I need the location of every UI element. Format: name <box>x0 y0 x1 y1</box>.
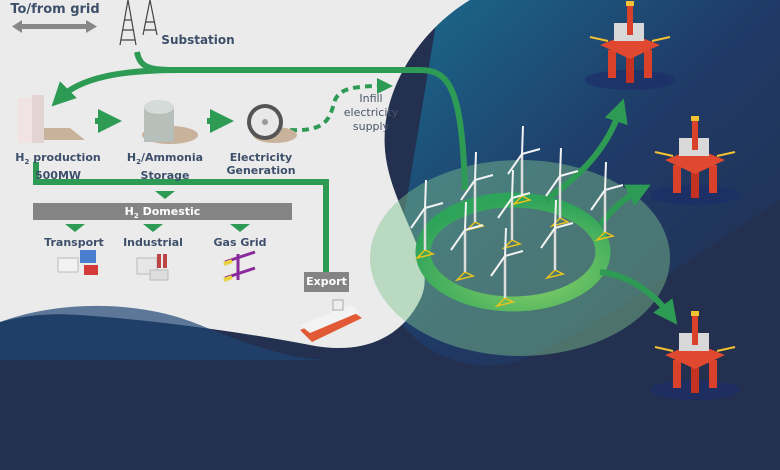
wind-turbine-icon <box>507 125 541 206</box>
wind-turbine-icon <box>545 147 579 228</box>
use-transport-label: Transport <box>44 236 104 249</box>
grid-double-arrow-icon <box>12 20 97 33</box>
wind-turbine-icon <box>490 227 524 308</box>
oil-rig-icon <box>650 311 740 400</box>
wind-turbine-icon <box>450 201 484 282</box>
use-gas-grid-label: Gas Grid <box>213 236 267 249</box>
oil-rig-icon <box>585 1 675 90</box>
wind-turbine-icon <box>410 179 444 260</box>
infill-dashed-arrow <box>289 78 393 133</box>
pylon-icon <box>119 0 158 46</box>
h2-output-flow <box>33 162 329 272</box>
oil-rig-icon <box>650 116 740 205</box>
h2-production-icon <box>18 95 85 143</box>
wind-farm-halo <box>370 160 670 356</box>
oil-rigs <box>585 1 740 400</box>
wind-turbine-icon <box>460 151 494 232</box>
grid-label: To/from grid <box>10 2 100 17</box>
use-industrial-label: Industrial <box>123 236 183 249</box>
generator-icon <box>247 104 297 143</box>
h2-domestic-bar: H2 Domestic <box>33 203 292 220</box>
storage-tank-icon <box>142 100 198 144</box>
gas-pipe-icon <box>223 250 256 282</box>
arrow-to-rig-3 <box>599 269 678 325</box>
land <box>0 0 470 348</box>
wind-turbine-icon <box>497 169 531 250</box>
flow-to-h2-production <box>51 67 181 107</box>
industrial-plant-icon <box>136 254 169 281</box>
substation-label: Substation <box>161 33 235 47</box>
tanker-ship-icon <box>300 299 362 342</box>
coast-wave <box>0 305 330 360</box>
domestic-triangles <box>65 191 250 232</box>
shallow-sea <box>390 0 780 366</box>
transport-trucks-icon <box>57 250 98 275</box>
wind-turbine-icon <box>540 199 574 280</box>
wind-turbines <box>410 125 624 308</box>
wind-turbine-icon <box>590 161 624 242</box>
flow-arrows <box>33 51 678 325</box>
export-label: Export <box>304 272 349 292</box>
substation-to-farm-flow <box>134 51 468 191</box>
